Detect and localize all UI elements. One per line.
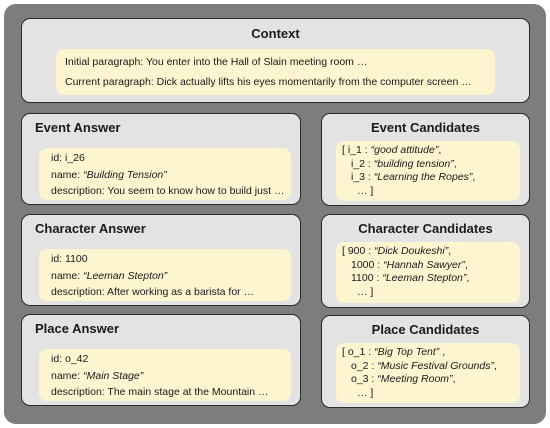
answer-name: name: “Building Tension” — [51, 168, 167, 181]
answer-description: description: The main stage at the Mount… — [51, 386, 269, 398]
candidate-item: i_3 : “Learning the Ropes”, — [351, 171, 476, 183]
answer-description: description: After working as a barista … — [51, 286, 255, 298]
event-candidates-title: Event Candidates — [370, 120, 481, 135]
place-candidates-card: [ o_1 : “Big Top Tent” , o_2 : “Music Fe… — [336, 343, 520, 403]
character-answer-card: id: 1100 name: “Leeman Stepton” descript… — [39, 249, 291, 301]
answer-id: id: 1100 — [51, 253, 88, 265]
candidate-item: o_3 : “Meeting Room”, — [351, 373, 456, 385]
answer-name: name: “Leeman Stepton” — [51, 269, 168, 282]
candidate-item: 1000 : “Hannah Sawyer”, — [351, 258, 468, 271]
current-paragraph: Current paragraph: Dick actually lifts h… — [65, 76, 472, 88]
character-answer-panel: Character Answer id: 1100 name: “Leeman … — [21, 214, 301, 306]
answer-name-value: “Main Stage” — [83, 369, 144, 382]
character-candidates-panel: Character Candidates [ 900 : “Dick Douke… — [321, 214, 530, 308]
context-panel: Context Initial paragraph: You enter int… — [21, 18, 530, 103]
context-title: Context — [251, 26, 300, 41]
candidate-list-end: … ] — [357, 285, 374, 298]
candidate-item: i_2 : “building tension”, — [351, 157, 457, 170]
candidate-item: [ 900 : “Dick Doukeshi”, — [342, 245, 452, 257]
place-answer-panel: Place Answer id: o_42 name: “Main Stage”… — [21, 314, 301, 406]
character-candidates-card: [ 900 : “Dick Doukeshi”, 1000 : “Hannah … — [336, 242, 520, 303]
place-candidates-title: Place Candidates — [371, 322, 480, 337]
place-candidates-panel: Place Candidates [ o_1 : “Big Top Tent” … — [321, 315, 530, 408]
event-candidates-card: [ i_1 : “good attitude”, i_2 : “building… — [336, 141, 520, 201]
place-answer-card: id: o_42 name: “Main Stage” description:… — [39, 349, 291, 401]
answer-name-value: “Building Tension” — [83, 168, 167, 181]
context-card: Initial paragraph: You enter into the Ha… — [56, 49, 495, 95]
event-answer-card: id: i_26 name: “Building Tension” descri… — [39, 148, 291, 200]
candidate-item: [ o_1 : “Big Top Tent” , — [342, 346, 446, 358]
answer-description: description: You seem to know how to bui… — [51, 185, 285, 197]
event-answer-panel: Event Answer id: i_26 name: “Building Te… — [21, 113, 301, 205]
answer-id: id: o_42 — [51, 353, 89, 365]
answer-name: name: “Main Stage” — [51, 369, 144, 382]
character-candidates-title: Character Candidates — [358, 221, 493, 236]
candidate-list-end: … ] — [357, 184, 374, 197]
answer-name-value: “Leeman Stepton” — [83, 269, 168, 282]
candidate-item: o_2 : “Music Festival Grounds”, — [351, 359, 497, 372]
diagram-frame: Context Initial paragraph: You enter int… — [4, 4, 546, 424]
candidate-item: 1100 : “Leeman Stepton”, — [351, 272, 470, 284]
event-candidates-panel: Event Candidates [ i_1 : “good attitude”… — [321, 113, 530, 206]
candidate-item: [ i_1 : “good attitude”, — [342, 144, 442, 156]
candidate-list-end: … ] — [357, 386, 374, 399]
answer-id: id: i_26 — [51, 152, 85, 164]
initial-paragraph: Initial paragraph: You enter into the Ha… — [65, 56, 368, 68]
character-answer-title: Character Answer — [35, 221, 146, 236]
event-answer-title: Event Answer — [35, 120, 121, 135]
place-answer-title: Place Answer — [35, 321, 120, 336]
